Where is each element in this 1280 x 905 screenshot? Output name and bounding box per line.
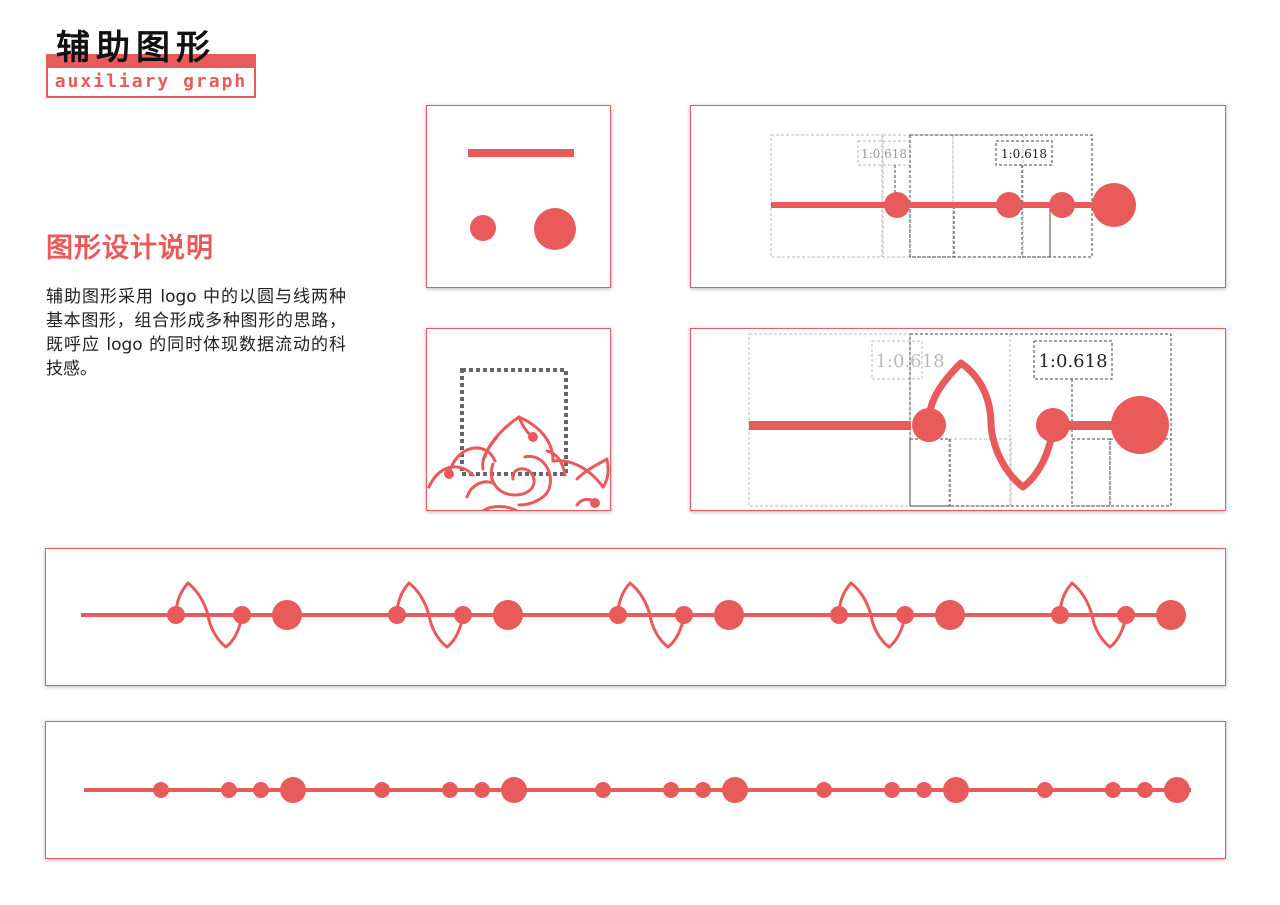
dot-unit-dot-4 bbox=[501, 777, 527, 803]
element-line bbox=[468, 149, 574, 157]
wave-construction-graphic: 1:0.618 1:0.618 bbox=[748, 333, 1172, 507]
wave-unit-dot-large bbox=[272, 600, 302, 630]
wave-unit bbox=[388, 581, 523, 649]
dot-unit-dot-3 bbox=[916, 782, 932, 798]
dot-unit bbox=[816, 777, 969, 803]
wave-unit bbox=[609, 581, 744, 649]
ratio-circle-2 bbox=[996, 192, 1022, 218]
dot-unit-dot-1 bbox=[153, 782, 169, 798]
logo-flower-outline bbox=[427, 415, 610, 510]
wave-ratio-label-right: 1:0.618 bbox=[1038, 351, 1107, 372]
dot-unit-dot-1 bbox=[374, 782, 390, 798]
logo-crop-graphic bbox=[427, 368, 610, 510]
wave-pattern-graphic bbox=[81, 581, 1186, 649]
dot-unit-dot-3 bbox=[474, 782, 490, 798]
basic-elements-graphic bbox=[468, 149, 576, 250]
wave-unit-dot-large bbox=[714, 600, 744, 630]
wave-circle-3 bbox=[1111, 396, 1169, 454]
ratio-construction-graphic: 1:0.618 1:0.618 bbox=[770, 134, 1136, 258]
dot-unit-dot-2 bbox=[663, 782, 679, 798]
logo-dot-left bbox=[444, 469, 454, 479]
ratio-line bbox=[771, 202, 1115, 208]
wave-unit bbox=[830, 581, 965, 649]
wave-pattern-line bbox=[81, 613, 1186, 617]
dot-unit-dot-1 bbox=[595, 782, 611, 798]
wave-circle-2 bbox=[1036, 408, 1070, 442]
ratio-circle-3 bbox=[1049, 192, 1075, 218]
wave-ratio-label-left: 1:0.618 bbox=[875, 351, 944, 372]
wave-unit-dot-mid bbox=[233, 606, 251, 624]
dot-unit-dot-4 bbox=[1164, 777, 1190, 803]
wave-curve bbox=[925, 359, 1057, 491]
wave-unit-curve bbox=[395, 581, 465, 649]
wave-unit-dot-mid bbox=[454, 606, 472, 624]
wave-unit bbox=[1051, 581, 1186, 649]
wave-line-left bbox=[749, 421, 911, 430]
wave-unit-dot-mid bbox=[675, 606, 693, 624]
wave-unit-dot-mid bbox=[1117, 606, 1135, 624]
dot-unit-dot-4 bbox=[943, 777, 969, 803]
dot-pattern-panel bbox=[45, 721, 1226, 859]
dot-unit-dot-3 bbox=[253, 782, 269, 798]
wave-pattern-units bbox=[167, 581, 1186, 649]
dot-unit-dot-1 bbox=[816, 782, 832, 798]
ratio-label-right: 1:0.618 bbox=[1001, 147, 1047, 161]
page-title: 辅助图形 bbox=[56, 28, 216, 68]
dot-unit-dot-1 bbox=[1037, 782, 1053, 798]
ratio-construction-panel: 1:0.618 1:0.618 bbox=[690, 105, 1226, 288]
dot-unit-dot-2 bbox=[1105, 782, 1121, 798]
wave-unit-dot-small bbox=[609, 606, 627, 624]
logo-dot-right bbox=[590, 498, 600, 508]
basic-elements-panel bbox=[426, 105, 611, 288]
wave-unit-dot-small bbox=[167, 606, 185, 624]
ratio-label-left: 1:0.618 bbox=[861, 147, 907, 161]
logo-dot-top bbox=[528, 432, 538, 442]
wave-unit-dot-small bbox=[830, 606, 848, 624]
wave-construction-panel: 1:0.618 1:0.618 bbox=[690, 328, 1226, 511]
wave-unit-curve bbox=[837, 581, 907, 649]
ratio-circle-1 bbox=[884, 192, 910, 218]
wave-unit-curve bbox=[174, 581, 244, 649]
wave-unit-dot-large bbox=[935, 600, 965, 630]
element-small-circle bbox=[470, 215, 496, 241]
dot-unit-dot-3 bbox=[695, 782, 711, 798]
wave-unit-dot-large bbox=[493, 600, 523, 630]
wave-pattern-panel bbox=[45, 548, 1226, 686]
title-block: 辅助图形 auxiliary graph bbox=[46, 28, 256, 98]
wave-unit-dot-large bbox=[1156, 600, 1186, 630]
element-large-circle bbox=[534, 208, 576, 250]
logo-crop-panel bbox=[426, 328, 611, 511]
wave-unit-dot-small bbox=[1051, 606, 1069, 624]
dot-unit-dot-2 bbox=[884, 782, 900, 798]
title-underline-bar bbox=[46, 54, 256, 68]
dot-pattern-units bbox=[153, 777, 1190, 803]
dot-unit bbox=[374, 777, 527, 803]
wave-unit-dot-small bbox=[388, 606, 406, 624]
wave-unit bbox=[167, 581, 302, 649]
dot-unit bbox=[153, 777, 306, 803]
dot-unit bbox=[595, 777, 748, 803]
dot-unit-dot-2 bbox=[221, 782, 237, 798]
dot-pattern-graphic bbox=[84, 777, 1191, 803]
wave-circle-1 bbox=[912, 408, 946, 442]
ratio-circle-4 bbox=[1092, 183, 1136, 227]
wave-unit-dot-mid bbox=[896, 606, 914, 624]
wave-line-right bbox=[1053, 421, 1143, 430]
dot-unit-dot-3 bbox=[1137, 782, 1153, 798]
dot-unit-dot-4 bbox=[280, 777, 306, 803]
section-description: 辅助图形采用 logo 中的以圆与线两种基本图形，组合形成多种图形的思路，既呼应… bbox=[46, 287, 346, 379]
dot-pattern-line bbox=[84, 788, 1191, 792]
wave-unit-curve bbox=[1058, 581, 1128, 649]
section-heading: 图形设计说明 bbox=[46, 233, 214, 264]
wave-unit-curve bbox=[616, 581, 686, 649]
dot-unit-dot-2 bbox=[442, 782, 458, 798]
page-subtitle: auxiliary graph bbox=[46, 68, 256, 98]
dot-unit bbox=[1037, 777, 1190, 803]
dot-unit-dot-4 bbox=[722, 777, 748, 803]
